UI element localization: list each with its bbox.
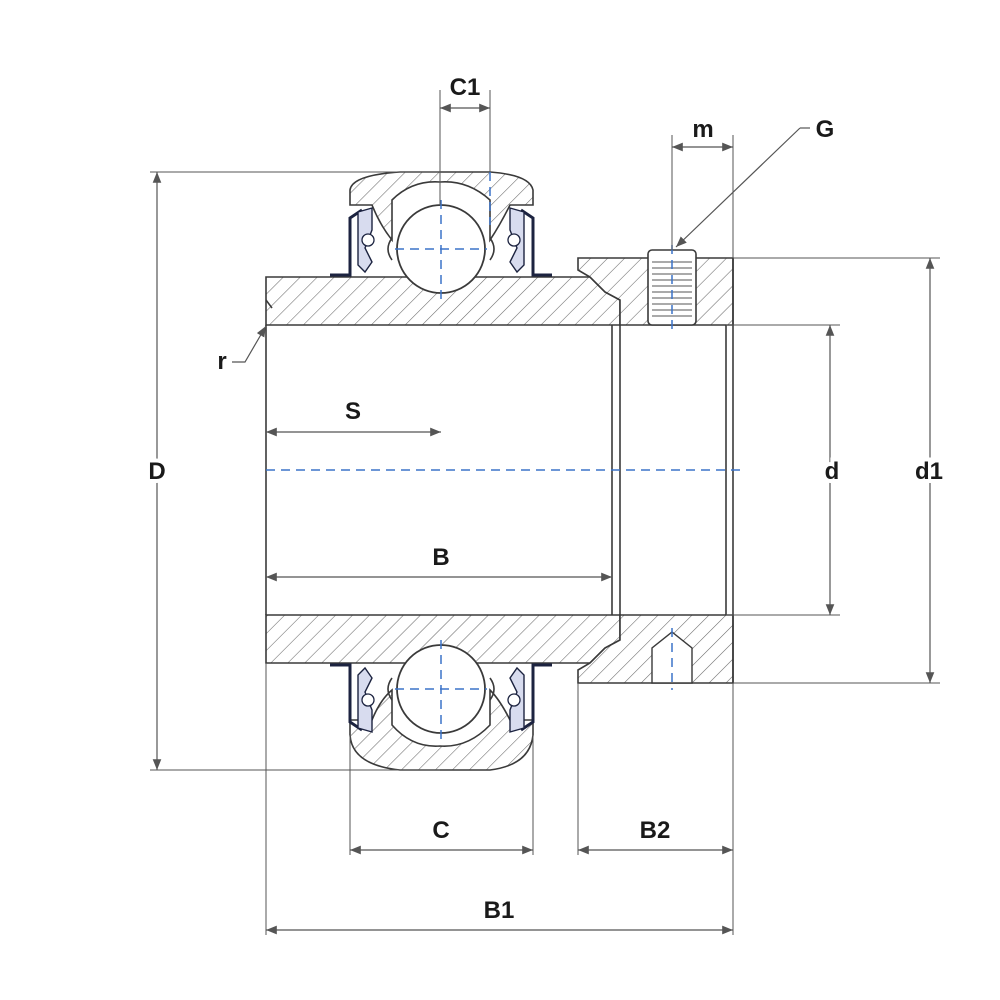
label-c1: C1 [450, 74, 481, 101]
label-m: m [692, 116, 713, 143]
label-r: r [217, 348, 226, 375]
label-b1: B1 [484, 897, 515, 924]
label-d-bore: d [825, 458, 840, 485]
centerlines [266, 172, 740, 740]
dimension-lines [152, 103, 935, 935]
leader-lines [232, 127, 810, 363]
label-g: G [816, 116, 835, 143]
label-c: C [432, 817, 449, 844]
label-d-outer: D [148, 458, 165, 485]
label-d1: d1 [915, 458, 943, 485]
seal-top-left [330, 207, 375, 277]
extension-lines [150, 90, 940, 935]
seal-bottom-right [507, 663, 552, 733]
label-s: S [345, 398, 361, 425]
seal-top-right [507, 207, 552, 277]
label-b2: B2 [640, 817, 671, 844]
seal-bottom-left [330, 663, 375, 733]
label-b: B [432, 544, 449, 571]
